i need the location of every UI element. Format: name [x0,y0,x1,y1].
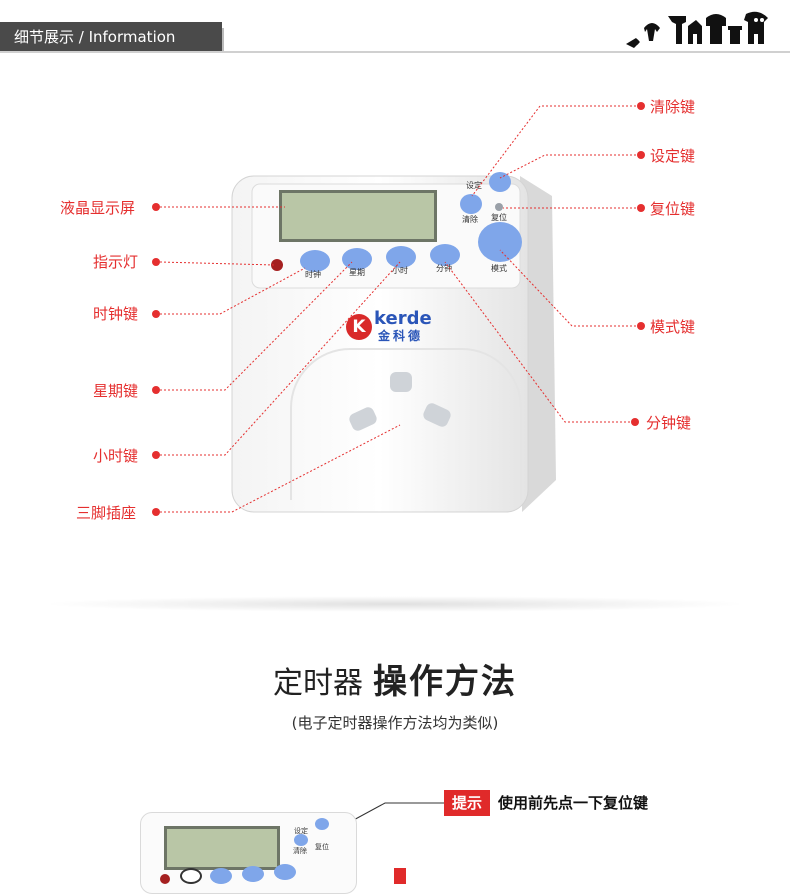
callout-hour-label: 小时键 [93,447,139,465]
callout-socket-dot [152,508,160,516]
small-set-label: 设定 [294,827,308,835]
heading-title-light: 定时器 [273,666,363,701]
cartoon-silhouette-decoration [626,11,768,48]
callout-week-label: 星期键 [93,382,139,400]
small-hour-button [242,866,264,882]
header-divider [0,51,790,53]
callout-clear-dot [637,102,645,110]
callout-indicator-dot [152,258,160,266]
callout-set-label: 设定键 [650,147,696,165]
callout-hour-dot [152,451,160,459]
small-clear-label: 清除 [293,847,307,855]
set-button[interactable] [489,172,511,192]
outlet-face [290,348,522,500]
floor-shadow [40,596,750,612]
hour-button[interactable] [386,246,416,268]
small-set-button [315,818,329,830]
minute-key-label: 分钟 [436,264,452,273]
lcd-screen [279,190,437,242]
reset-key-label: 复位 [491,213,507,222]
small-minute-button [274,864,296,880]
small-clock-button [180,868,202,884]
brand-name: kerde [374,308,432,329]
mode-button[interactable] [478,222,522,262]
top-header: 细节展示 / Information [0,0,790,60]
callout-reset-dot [637,204,645,212]
callout-mode-label: 模式键 [650,318,696,336]
callout-minute-dot [631,418,639,426]
callout-mode-dot [637,322,645,330]
tip-badge: 提示 [444,790,490,816]
socket-hole-top [390,372,412,392]
hour-key-label: 小时 [392,266,408,275]
clock-key-label: 时钟 [305,270,321,279]
callout-minute-label: 分钟键 [646,414,692,432]
week-key-label: 星期 [349,268,365,277]
small-indicator-light [160,874,170,884]
callout-reset-label: 复位键 [650,200,696,218]
tip-text: 使用前先点一下复位键 [498,794,649,812]
callout-socket-label: 三脚插座 [76,504,137,522]
callout-set-dot [637,151,645,159]
callout-lcd-dot [152,203,160,211]
small-week-button [210,868,232,884]
mode-key-label: 模式 [491,264,507,273]
clear-key-label: 清除 [462,215,478,224]
callout-indicator-label: 指示灯 [93,253,139,271]
brand-logo-icon: K [346,314,372,340]
heading-title-bold: 操作方法 [373,662,517,702]
set-key-label: 设定 [466,181,482,190]
small-reset-label: 复位 [315,843,329,851]
callout-clear-label: 清除键 [650,98,696,116]
callout-lcd-label: 液晶显示屏 [60,199,136,217]
section-label: 细节展示 / Information [0,22,222,52]
small-lcd-screen [164,826,280,870]
indicator-light [271,259,283,271]
step-number-marker [394,868,406,884]
clock-button[interactable] [300,250,330,272]
brand-name-cn: 金科德 [378,329,424,343]
clear-button[interactable] [460,194,482,214]
small-clear-button [294,834,308,846]
reset-button[interactable] [495,203,503,211]
callout-clock-label: 时钟键 [93,305,139,323]
callout-week-dot [152,386,160,394]
heading-subtitle: (电子定时器操作方法均为类似) [291,714,499,732]
minute-button[interactable] [430,244,460,266]
callout-clock-dot [152,310,160,318]
section-heading: 定时器操作方法 [0,654,790,703]
